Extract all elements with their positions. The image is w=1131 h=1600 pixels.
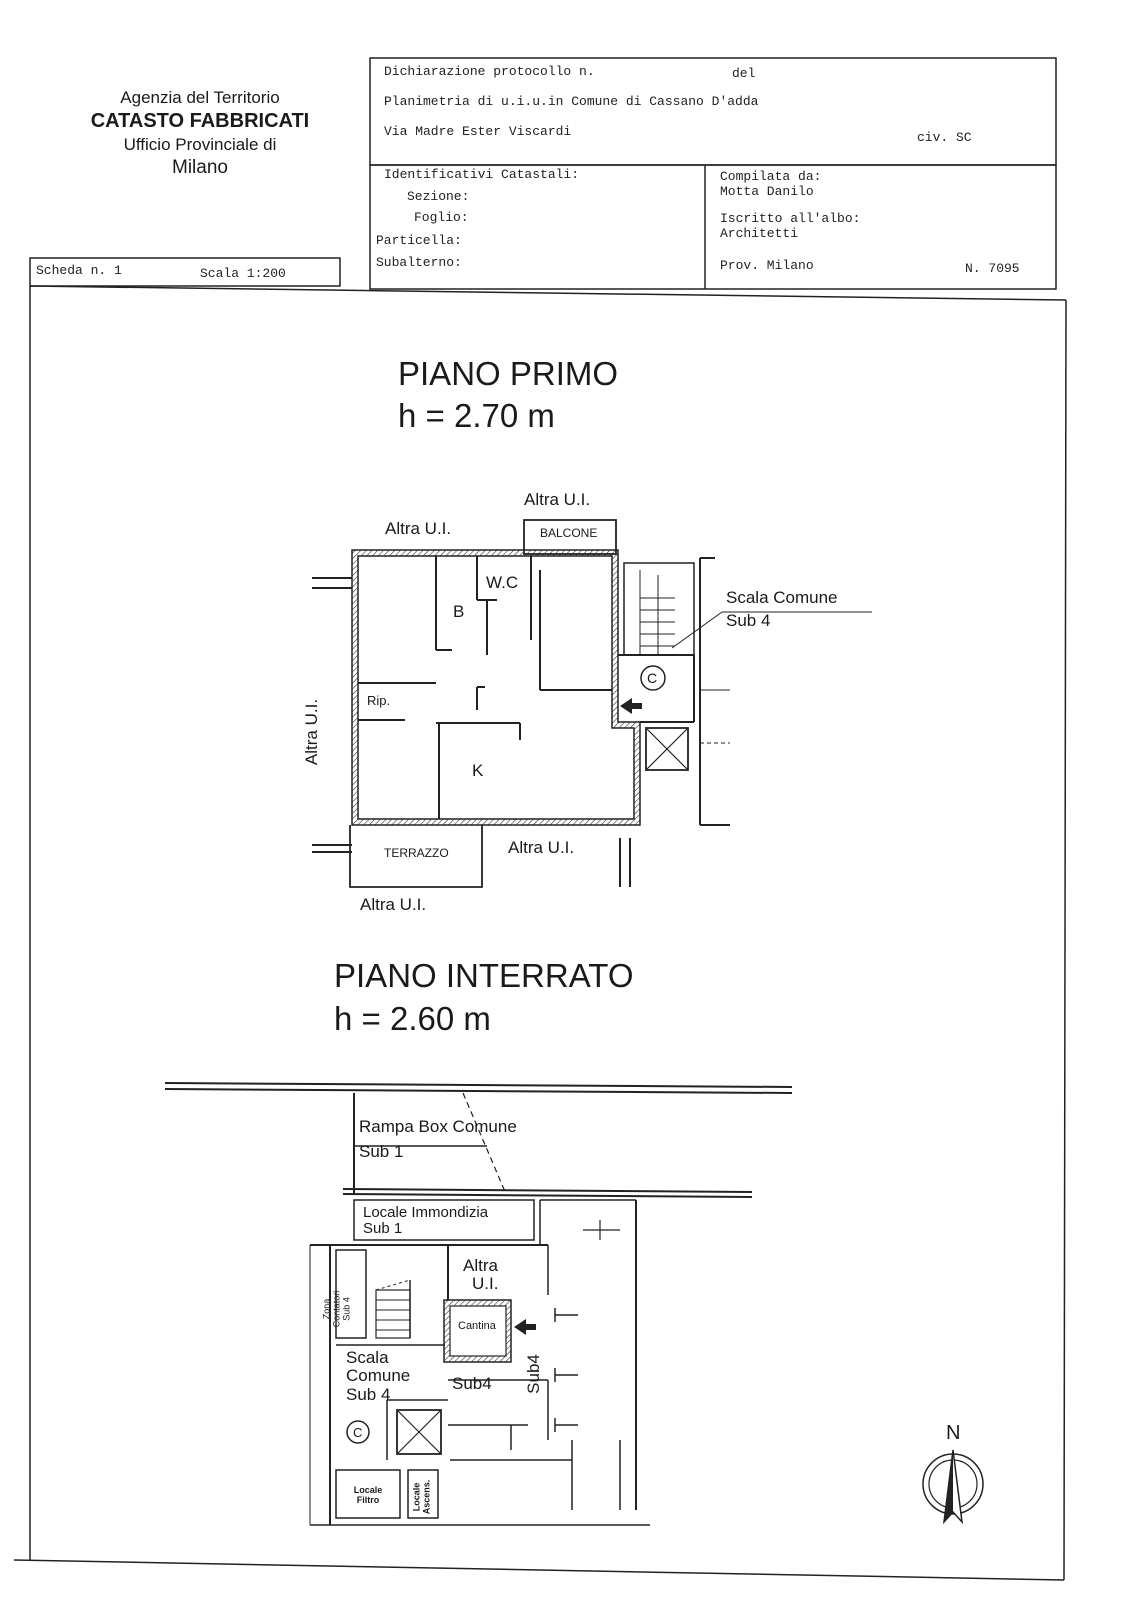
label-cantina: Cantina — [458, 1320, 496, 1332]
label-wc: W.C — [486, 573, 519, 592]
floor1-height: h = 2.70 m — [398, 397, 555, 434]
registration-number: N. 7095 — [965, 261, 1020, 276]
locale-ascens-line1: Locale — [411, 1482, 422, 1512]
label-locale-ascensore: Locale Ascens. — [411, 1480, 431, 1515]
basement-title: PIANO INTERRATO — [334, 957, 634, 994]
first-floor-walls — [312, 519, 872, 888]
label-altra-ui: Altra U.I. — [360, 895, 427, 914]
label-scala: Scala — [346, 1348, 389, 1367]
basement-elevator-symbol-circle — [346, 1420, 370, 1444]
entrance-arrow-icon — [620, 698, 642, 714]
label-bathroom: B — [453, 602, 465, 621]
label-c-symbol: C — [647, 670, 658, 686]
registered-label: Iscritto all'albo: — [720, 211, 861, 226]
locale-filtro-line2: Filtro — [356, 1495, 380, 1505]
label-sub4: Sub4 — [452, 1374, 492, 1393]
declaration-label: Dichiarazione protocollo n. — [384, 64, 595, 79]
label-sub4: Sub 4 — [726, 611, 771, 630]
subaltern-label: Subalterno: — [376, 255, 462, 270]
label-locale-filtro: Locale Filtro — [338, 1485, 398, 1505]
label-c-symbol-basement: C — [353, 1425, 363, 1440]
scheda-label: Scheda n. 1 — [36, 263, 122, 278]
basement-height: h = 2.60 m — [334, 1000, 491, 1037]
label-sub-4: Sub 4 — [346, 1385, 391, 1404]
compass-icon — [922, 1449, 984, 1525]
label-altra-ui: Altra U.I. — [524, 490, 591, 509]
zona-contatori-line3: Sub 4 — [341, 1297, 352, 1321]
compiled-by-name: Motta Danilo — [720, 184, 814, 199]
label-sub4-vertical: Sub4 — [523, 1354, 543, 1394]
civic-number: civ. SC — [917, 130, 972, 145]
section-label: Sezione: — [407, 189, 470, 204]
zona-contatori-line1: Zona — [321, 1298, 332, 1320]
label-balcone: BALCONE — [540, 526, 598, 540]
province-label: Prov. Milano — [720, 258, 814, 273]
zona-contatori-line2: Contatori — [331, 1290, 342, 1328]
label-ui: U.I. — [472, 1274, 499, 1293]
label-comune: Comune — [346, 1366, 411, 1385]
agency-name: Agenzia del Territorio — [120, 88, 280, 107]
floor1-title: PIANO PRIMO — [398, 355, 619, 392]
identifiers-title: Identificativi Catastali: — [384, 167, 580, 182]
basement-entrance-arrow-icon — [514, 1319, 536, 1335]
label-immondizia-sub: Sub 1 — [363, 1220, 403, 1237]
locale-ascens-line2: Ascens. — [421, 1479, 432, 1515]
compass-north-letter: N — [946, 1422, 961, 1444]
label-altra-ui: Altra U.I. — [385, 519, 452, 538]
scale-label: Scala 1:200 — [200, 266, 286, 281]
cadastre-name: CATASTO FABBRICATI — [90, 110, 310, 132]
label-terrazzo: TERRAZZO — [384, 846, 449, 860]
label-scala-comune: Scala Comune — [726, 588, 838, 607]
office-name: Ufficio Provinciale di — [123, 135, 277, 154]
label-locale-immondizia: Locale Immondizia — [363, 1204, 489, 1221]
locale-filtro-line1: Locale — [353, 1485, 383, 1495]
label-ripostiglio: Rip. — [367, 693, 391, 708]
parcel-label: Particella: — [376, 233, 462, 248]
sheet-label: Foglio: — [414, 210, 469, 225]
label-kitchen: K — [472, 761, 484, 780]
registered-value: Architetti — [720, 226, 799, 241]
agency-block: Agenzia del Territorio CATASTO FABBRICAT… — [60, 88, 340, 179]
compiled-by-label: Compilata da: — [720, 169, 822, 184]
label-altra: Altra — [463, 1256, 498, 1275]
label-rampa-box: Rampa Box Comune — [359, 1117, 517, 1136]
declaration-del: del — [732, 66, 756, 81]
label-zona-contatori: Zona Contatori Sub 4 — [321, 1291, 351, 1328]
address-line: Via Madre Ester Viscardi — [384, 124, 572, 139]
city-name: Milano — [172, 157, 228, 178]
header-frames — [29, 57, 1057, 290]
label-altra-ui: Altra U.I. — [508, 838, 575, 857]
elevator-symbol-circle — [640, 665, 666, 691]
label-rampa-sub: Sub 1 — [359, 1142, 404, 1161]
planimetry-line: Planimetria di u.i.u.in Comune di Cassan… — [384, 94, 759, 109]
